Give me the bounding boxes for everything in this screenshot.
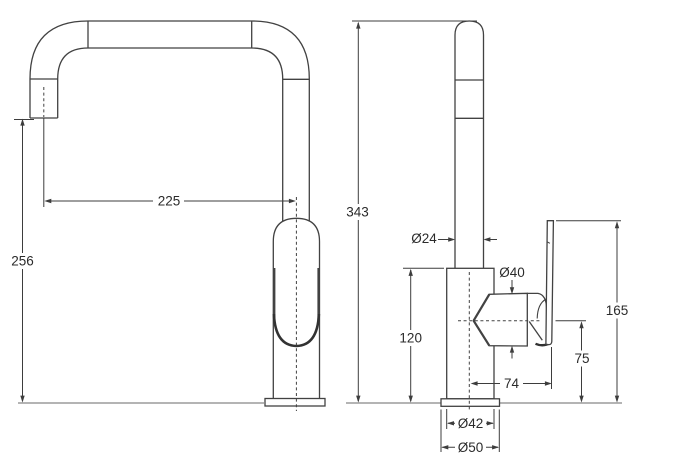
side-handle-hub-inner-curve bbox=[536, 298, 547, 319]
dim-75-label: 75 bbox=[574, 351, 589, 366]
dim-mixer-head-diameter: Ø40 bbox=[499, 265, 525, 359]
dim-handle-reach: 74 bbox=[470, 347, 552, 392]
dim-256-label: 256 bbox=[11, 254, 34, 269]
dim-o50-label-bg bbox=[455, 439, 486, 456]
dim-o40-arrow-up bbox=[509, 345, 515, 353]
dim-75-arrow-up bbox=[579, 321, 584, 329]
dim-o42-arrow-right bbox=[486, 421, 494, 426]
front-base-flange bbox=[264, 397, 326, 407]
dim-120-label-bg bbox=[395, 330, 426, 346]
dim-o50-label: Ø50 bbox=[458, 440, 484, 455]
side-spout-tube bbox=[454, 20, 485, 269]
dim-o50-arrow-right bbox=[492, 445, 500, 450]
dim-75-arrow-down bbox=[579, 395, 584, 403]
dim-343-arrow-up bbox=[356, 21, 361, 29]
side-lever-blade-joint bbox=[546, 241, 551, 244]
dim-256-label-bg bbox=[8, 253, 37, 269]
dim-225-arrow-left bbox=[44, 198, 52, 204]
side-handle-hub bbox=[527, 292, 548, 317]
dim-body-diameter: Ø42 bbox=[446, 409, 495, 432]
dim-o24-arrow-left bbox=[448, 237, 456, 242]
dim-overall-height: 343 bbox=[342, 20, 477, 403]
dim-body-height: 120 bbox=[395, 267, 444, 403]
front-spout-outer-contour bbox=[29, 20, 310, 399]
dim-343-arrow-down bbox=[356, 395, 361, 403]
side-spray-head-upper-facet bbox=[472, 294, 491, 322]
side-view: 343 Ø24 Ø40 120 bbox=[342, 20, 633, 456]
dim-120-arrow-up bbox=[408, 268, 413, 276]
side-lever-blade bbox=[545, 220, 555, 346]
dim-165-label-bg bbox=[601, 302, 633, 319]
dim-343-label-bg bbox=[342, 204, 373, 220]
side-spray-head-lower-facet bbox=[472, 320, 491, 346]
dim-o42-label: Ø42 bbox=[458, 416, 484, 431]
dim-spout-reach: 225 bbox=[43, 118, 296, 209]
dim-165-arrow-up bbox=[614, 221, 620, 229]
dim-74-label: 74 bbox=[504, 376, 520, 391]
dim-120-label: 120 bbox=[399, 331, 422, 346]
dim-o42-arrow-left bbox=[447, 421, 454, 426]
dim-225-label: 225 bbox=[158, 194, 181, 209]
dim-74-arrow-left bbox=[470, 381, 478, 386]
dim-o24-arrow-right bbox=[483, 237, 491, 242]
front-body-capsule bbox=[272, 217, 321, 399]
dim-handle-pivot-height: 75 bbox=[555, 320, 594, 403]
front-spout-inner-contour bbox=[57, 47, 284, 224]
dim-75-label-bg bbox=[570, 350, 594, 367]
side-tube-joint-lines bbox=[455, 79, 484, 119]
dim-base-flange-diameter: Ø50 bbox=[440, 409, 500, 456]
dim-o40-label: Ø40 bbox=[499, 265, 525, 280]
dim-o42-label-bg bbox=[455, 415, 486, 432]
dim-165-label: 165 bbox=[606, 303, 629, 318]
side-lever-neck bbox=[528, 321, 543, 341]
dim-spout-outlet-height: 256 bbox=[8, 118, 37, 403]
dim-256-arrow-down bbox=[20, 395, 25, 403]
dim-343-label: 343 bbox=[346, 205, 369, 220]
dim-o50-arrow-left bbox=[441, 445, 449, 450]
front-tube-joint-lines bbox=[30, 21, 310, 119]
dim-lever-top-height: 165 bbox=[556, 220, 633, 403]
dim-spout-tube-diameter: Ø24 bbox=[411, 231, 497, 246]
front-view: 256 225 bbox=[8, 20, 326, 411]
front-handle-bottom-arc bbox=[272, 313, 321, 348]
dim-165-arrow-down bbox=[614, 395, 620, 403]
dim-256-arrow-up bbox=[20, 118, 25, 126]
dim-74-arrow-right bbox=[544, 381, 552, 386]
dim-74-label-bg bbox=[500, 375, 523, 392]
side-base-flange bbox=[440, 398, 501, 407]
dim-225-label-bg bbox=[153, 193, 184, 209]
dim-225-arrow-right bbox=[288, 198, 296, 204]
dim-120-arrow-down bbox=[408, 395, 413, 403]
dim-o24-label: Ø24 bbox=[411, 231, 437, 246]
dim-o40-arrow-down bbox=[509, 287, 515, 295]
